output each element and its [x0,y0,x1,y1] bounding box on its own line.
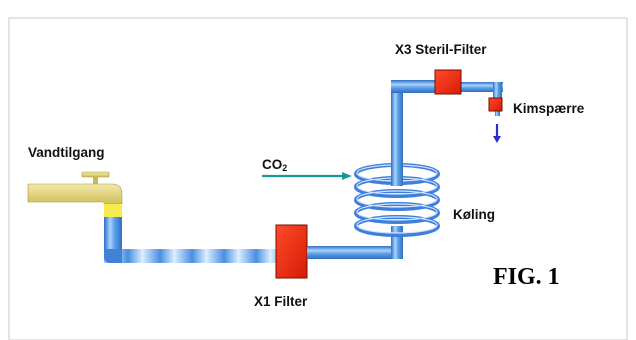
co2-label: CO2 [262,157,287,173]
x3-sterile-filter[interactable] [434,69,462,95]
cooling-coil-highlight [356,164,438,234]
x1-filter[interactable] [275,224,308,279]
figure-label: FIG. 1 [493,264,560,290]
co2-label-sub: 2 [282,163,288,173]
arrow-right-icon [262,172,352,180]
co2-label-main: CO [262,157,283,172]
water-tap-icon[interactable] [27,171,123,218]
check-valve-label: Kimspærre [513,101,585,116]
inlet-pipe [104,217,276,263]
water-supply-label: Vandtilgang [28,145,105,160]
frame-border [8,17,628,340]
sterile-filter-label: X3 Steril-Filter [395,42,487,57]
riser-pipe [391,80,503,186]
arrow-down-icon [493,124,501,143]
cooling-label: Køling [453,207,495,222]
filter-label: X1 Filter [254,294,308,309]
coil-feed-pipe [307,226,403,259]
check-valve[interactable] [488,97,503,112]
